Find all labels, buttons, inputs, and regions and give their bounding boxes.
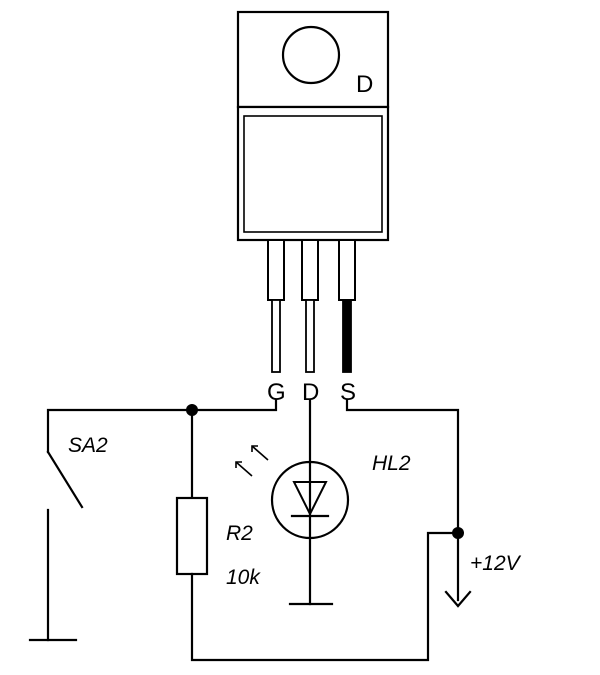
mosfet-package: D	[236, 10, 390, 373]
resistor-body	[175, 496, 209, 576]
pin-lead-gate	[271, 299, 281, 373]
led-label: HL2	[372, 452, 411, 475]
resistor-r2: R2 10k	[175, 408, 460, 662]
pin-label-source: S	[340, 379, 356, 406]
switch-label: SA2	[68, 434, 108, 457]
mounting-hole	[281, 25, 341, 85]
switch-sa2: SA2	[28, 434, 108, 642]
led-hl2: HL2	[235, 398, 411, 606]
resistor-value: 10k	[226, 566, 261, 589]
source-wiring: +12V	[345, 398, 522, 608]
mosfet-body-inner	[243, 115, 383, 233]
pin-body-gate	[267, 239, 285, 301]
pin-body-source	[338, 239, 356, 301]
supply-label: +12V	[470, 552, 522, 575]
light-arrows	[235, 445, 269, 477]
junction-dot-supply	[452, 527, 464, 539]
pin-body-drain	[301, 239, 319, 301]
pin-label-gate: G	[267, 379, 286, 406]
pin-lead-source	[342, 299, 352, 373]
pin-lead-drain	[305, 299, 315, 373]
resistor-label: R2	[226, 522, 253, 545]
tab-label: D	[356, 71, 373, 98]
pin-label-drain: D	[302, 379, 319, 406]
